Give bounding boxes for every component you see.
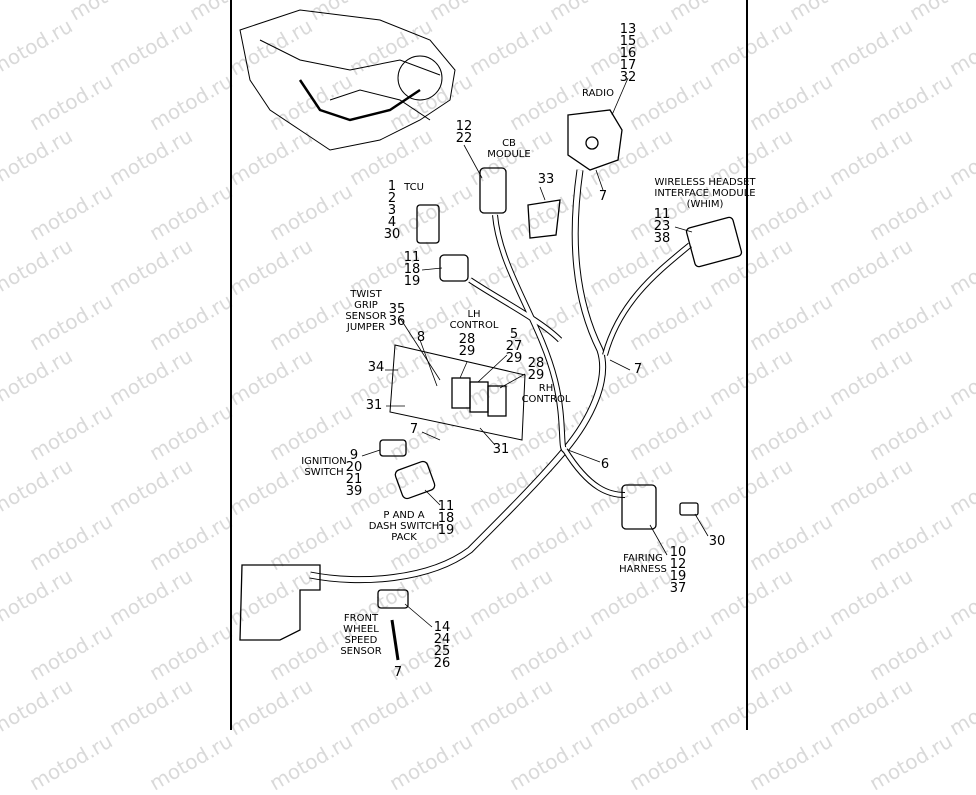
- cb-module-connector: [479, 167, 507, 214]
- callout-6: 6: [600, 457, 610, 472]
- callout-7-right: 7: [633, 362, 643, 377]
- tcu-connector: [416, 204, 440, 244]
- callout-7-radio: 7: [598, 189, 608, 204]
- tcu-label: TCU: [404, 182, 424, 193]
- callout-31-right: 31: [492, 442, 510, 457]
- callout-33: 33: [537, 172, 555, 187]
- watermark-text: motod.ru: [25, 728, 118, 795]
- callout-30: 30: [708, 534, 726, 549]
- callout-8: 8: [416, 330, 426, 345]
- ignition-switch-connector: [379, 439, 407, 457]
- watermark-text: motod.ru: [745, 728, 838, 795]
- motorcycle-frame-illustration: [239, 9, 456, 151]
- item-33-grommet: [527, 199, 561, 239]
- radio-illustration: [567, 77, 629, 171]
- dash-switch-connector: [394, 460, 436, 500]
- lh-control-connector: [451, 377, 471, 409]
- callout-34: 34: [367, 360, 385, 375]
- tcu-harness-connector: [439, 254, 469, 282]
- watermark-text: motod.ru: [625, 728, 718, 795]
- item-30-connector: [679, 502, 699, 516]
- fairing-harness-connector: [621, 484, 657, 530]
- watermark-text: motod.ru: [265, 728, 358, 795]
- callout-7-bottom: 7: [393, 665, 403, 680]
- whim-connector: [685, 216, 743, 268]
- watermark-text: motod.ru: [385, 728, 478, 795]
- diagram-frame: [230, 0, 748, 730]
- fairing-bracket: [239, 564, 321, 641]
- watermark-text: motod.ru: [145, 728, 238, 795]
- radio-label: RADIO: [582, 88, 614, 99]
- mid-connector: [469, 381, 489, 413]
- watermark-text: motod.ru: [865, 728, 958, 795]
- callout-31-left: 31: [365, 398, 383, 413]
- rh-control-connector: [487, 385, 507, 417]
- callout-7-ignition: 7: [409, 422, 419, 437]
- control-bracket: [389, 344, 526, 441]
- speed-sensor-tie: [390, 619, 400, 661]
- wiring-harness-drawing: [239, 9, 743, 661]
- watermark-text: motod.ru: [505, 728, 598, 795]
- speed-sensor-connector: [377, 589, 409, 609]
